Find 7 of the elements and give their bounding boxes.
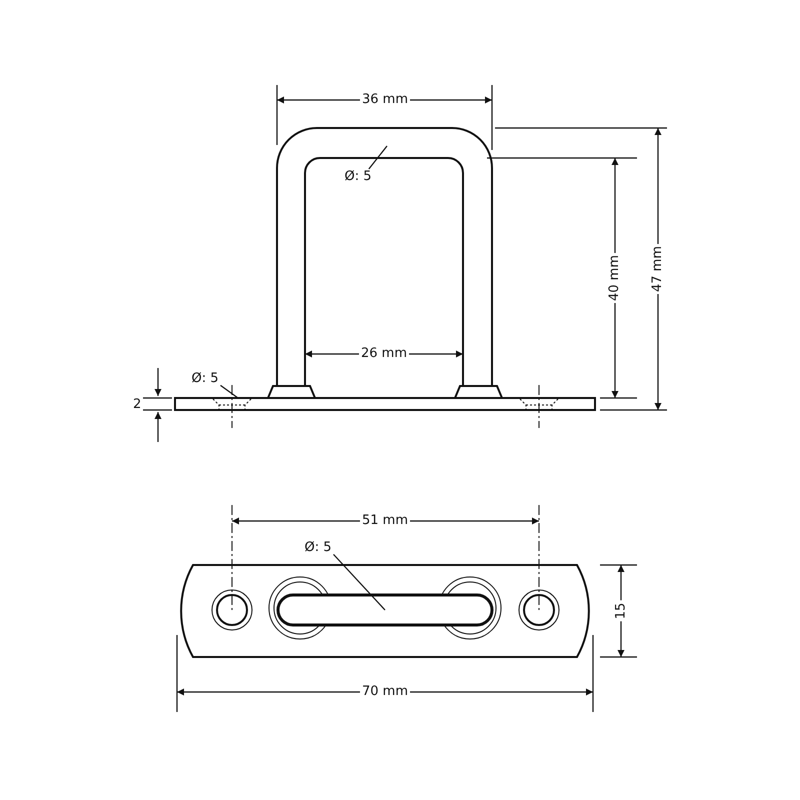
diameter-label: Ø: 5 (302, 540, 334, 556)
dimension-label: 2 (131, 397, 144, 413)
diameter-label: Ø: 5 (190, 371, 221, 387)
diameter-label: Ø: 5 (342, 169, 374, 185)
leader-line (220, 384, 238, 398)
leader-line (368, 146, 388, 170)
leader-line (333, 554, 386, 610)
